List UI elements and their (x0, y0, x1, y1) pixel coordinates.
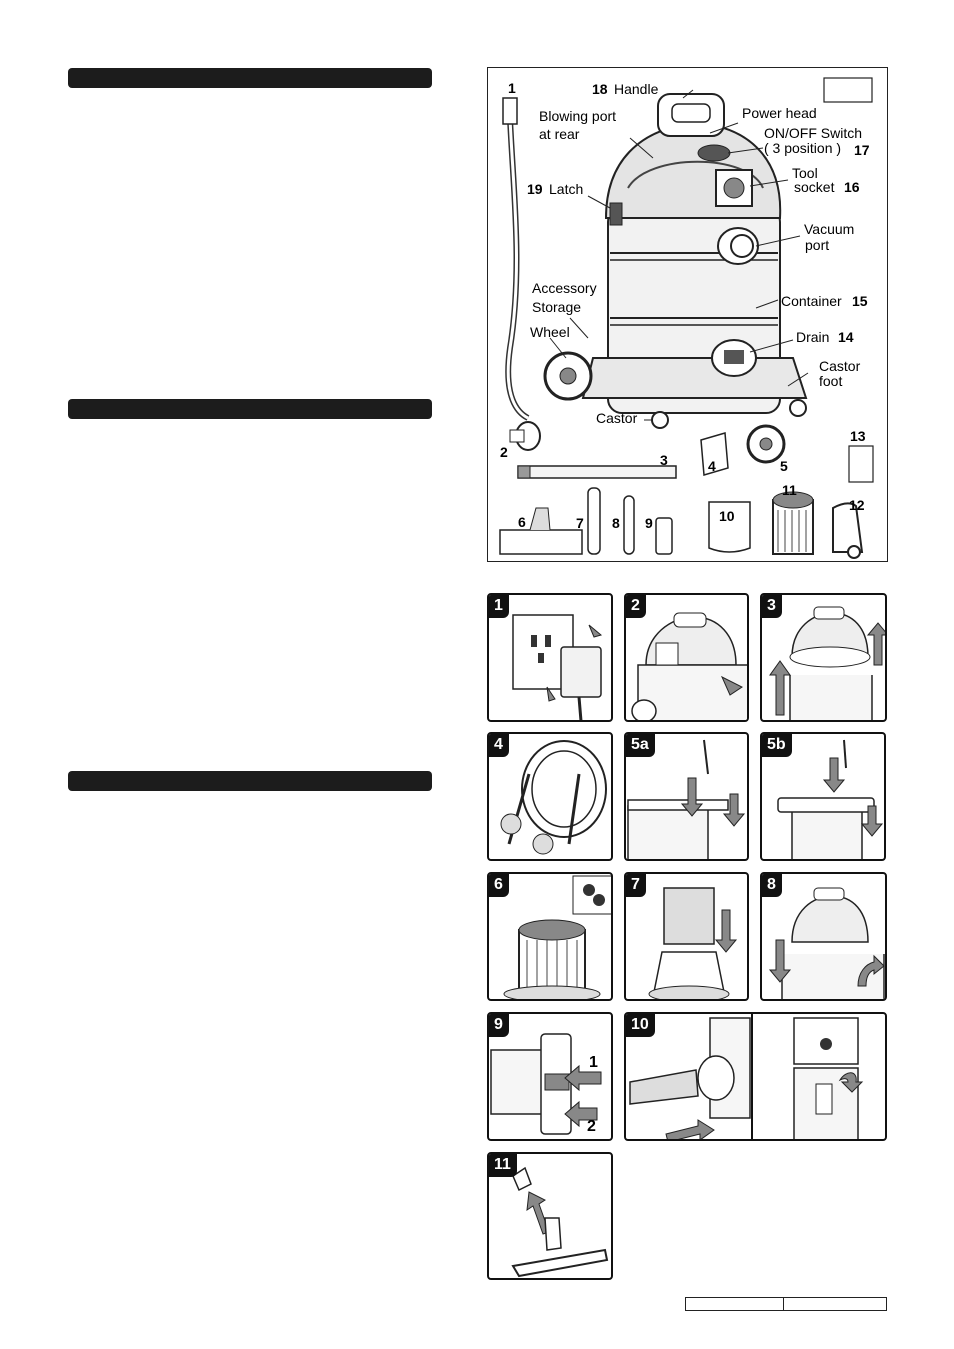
step-panel-9: 9 1 2 (487, 1012, 613, 1141)
step-panel-3: 3 (760, 593, 887, 722)
step-number-11: 11 (489, 1154, 517, 1177)
step-number-3: 3 (762, 595, 782, 618)
step-10-illustration (629, 1014, 864, 1139)
tool-socket-number: 16 (844, 179, 860, 195)
part-number-4: 4 (708, 458, 716, 474)
step-5b-illustration (777, 739, 884, 859)
section-header-bar-2 (68, 399, 432, 419)
part-number-12: 12 (849, 497, 865, 513)
step-panel-10: 10 (624, 1012, 887, 1141)
tool-socket-label-2: socket (794, 179, 835, 195)
step-9-mark-2: 2 (587, 1118, 596, 1135)
handle-number: 18 (592, 81, 608, 97)
latch-number: 19 (527, 181, 543, 197)
handle-label: Handle (614, 81, 659, 97)
part-number-1: 1 (508, 80, 516, 96)
part-number-11: 11 (782, 482, 797, 498)
step-2-illustration (631, 612, 747, 720)
step-panel-4: 4 (487, 732, 613, 861)
step-9-illustration (490, 1033, 602, 1135)
step-1-illustration (512, 614, 603, 720)
step-number-6: 6 (489, 874, 509, 897)
step-panel-5a: 5a (624, 732, 749, 861)
drain-number: 14 (838, 329, 854, 345)
step-11-illustration (511, 1166, 609, 1278)
step-panel-1: 1 (487, 593, 613, 722)
vacuum-port-label-2: port (805, 237, 830, 253)
blowing-port-label-1: Blowing port (539, 108, 617, 124)
accessory-storage-label-2: Storage (532, 299, 582, 315)
step-number-8: 8 (762, 874, 782, 897)
step-number-5a: 5a (626, 734, 655, 757)
parts-diagram-drawing (499, 77, 874, 559)
wheel-label: Wheel (530, 324, 570, 340)
vacuum-port-label-1: Vacuum (804, 221, 855, 237)
step-8-illustration (768, 887, 885, 999)
part-number-7: 7 (576, 515, 584, 531)
footer-divider (783, 1298, 784, 1310)
step-number-5b: 5b (762, 734, 792, 757)
step-7-illustration (648, 887, 738, 999)
accessory-storage-label-1: Accessory (532, 280, 597, 296)
footer-reference-box (685, 1297, 887, 1311)
part-number-10: 10 (719, 508, 735, 524)
latch-label: Latch (549, 181, 584, 197)
step-number-4: 4 (489, 734, 509, 757)
step-number-2: 2 (626, 595, 646, 618)
step-panel-8: 8 (760, 872, 887, 1001)
step-4-illustration (500, 740, 607, 855)
castor-label: Castor (596, 410, 638, 426)
section-header-bar-3 (68, 771, 432, 791)
step-panel-7: 7 (624, 872, 749, 1001)
part-number-5: 5 (780, 458, 788, 474)
switch-label-2: ( 3 position ) (764, 140, 842, 156)
part-number-9: 9 (645, 515, 653, 531)
step-5a-illustration (627, 739, 746, 859)
switch-label-1: ON/OFF Switch (764, 125, 863, 141)
step-number-10: 10 (626, 1014, 655, 1037)
container-number: 15 (852, 293, 868, 309)
step-number-7: 7 (626, 874, 646, 897)
tool-socket-label-1: Tool (792, 165, 818, 181)
part-number-3: 3 (660, 452, 668, 468)
step-panel-6: 6 (487, 872, 613, 1001)
step-6-illustration (503, 875, 611, 999)
blowing-port-label-2: at rear (539, 126, 580, 142)
step-number-1: 1 (489, 595, 509, 618)
switch-number: 17 (854, 142, 870, 158)
castor-foot-label-2: foot (819, 373, 843, 389)
drain-label: Drain (796, 329, 830, 345)
castor-foot-label-1: Castor (819, 358, 861, 374)
step-number-9: 9 (489, 1014, 509, 1037)
part-number-6: 6 (518, 514, 526, 530)
step-9-mark-1: 1 (589, 1054, 598, 1071)
part-number-13: 13 (850, 428, 866, 444)
power-head-label: Power head (742, 105, 817, 121)
step-panel-5b: 5b (760, 732, 886, 861)
container-label: Container (781, 293, 842, 309)
step-panel-2: 2 (624, 593, 749, 722)
section-header-bar-1 (68, 68, 432, 88)
step-panel-11: 11 (487, 1152, 613, 1280)
parts-diagram: 1 18 Handle Blowing port at rear Power h… (487, 67, 888, 562)
step-3-illustration (769, 606, 885, 720)
part-number-8: 8 (612, 515, 620, 531)
part-number-2: 2 (500, 444, 508, 460)
